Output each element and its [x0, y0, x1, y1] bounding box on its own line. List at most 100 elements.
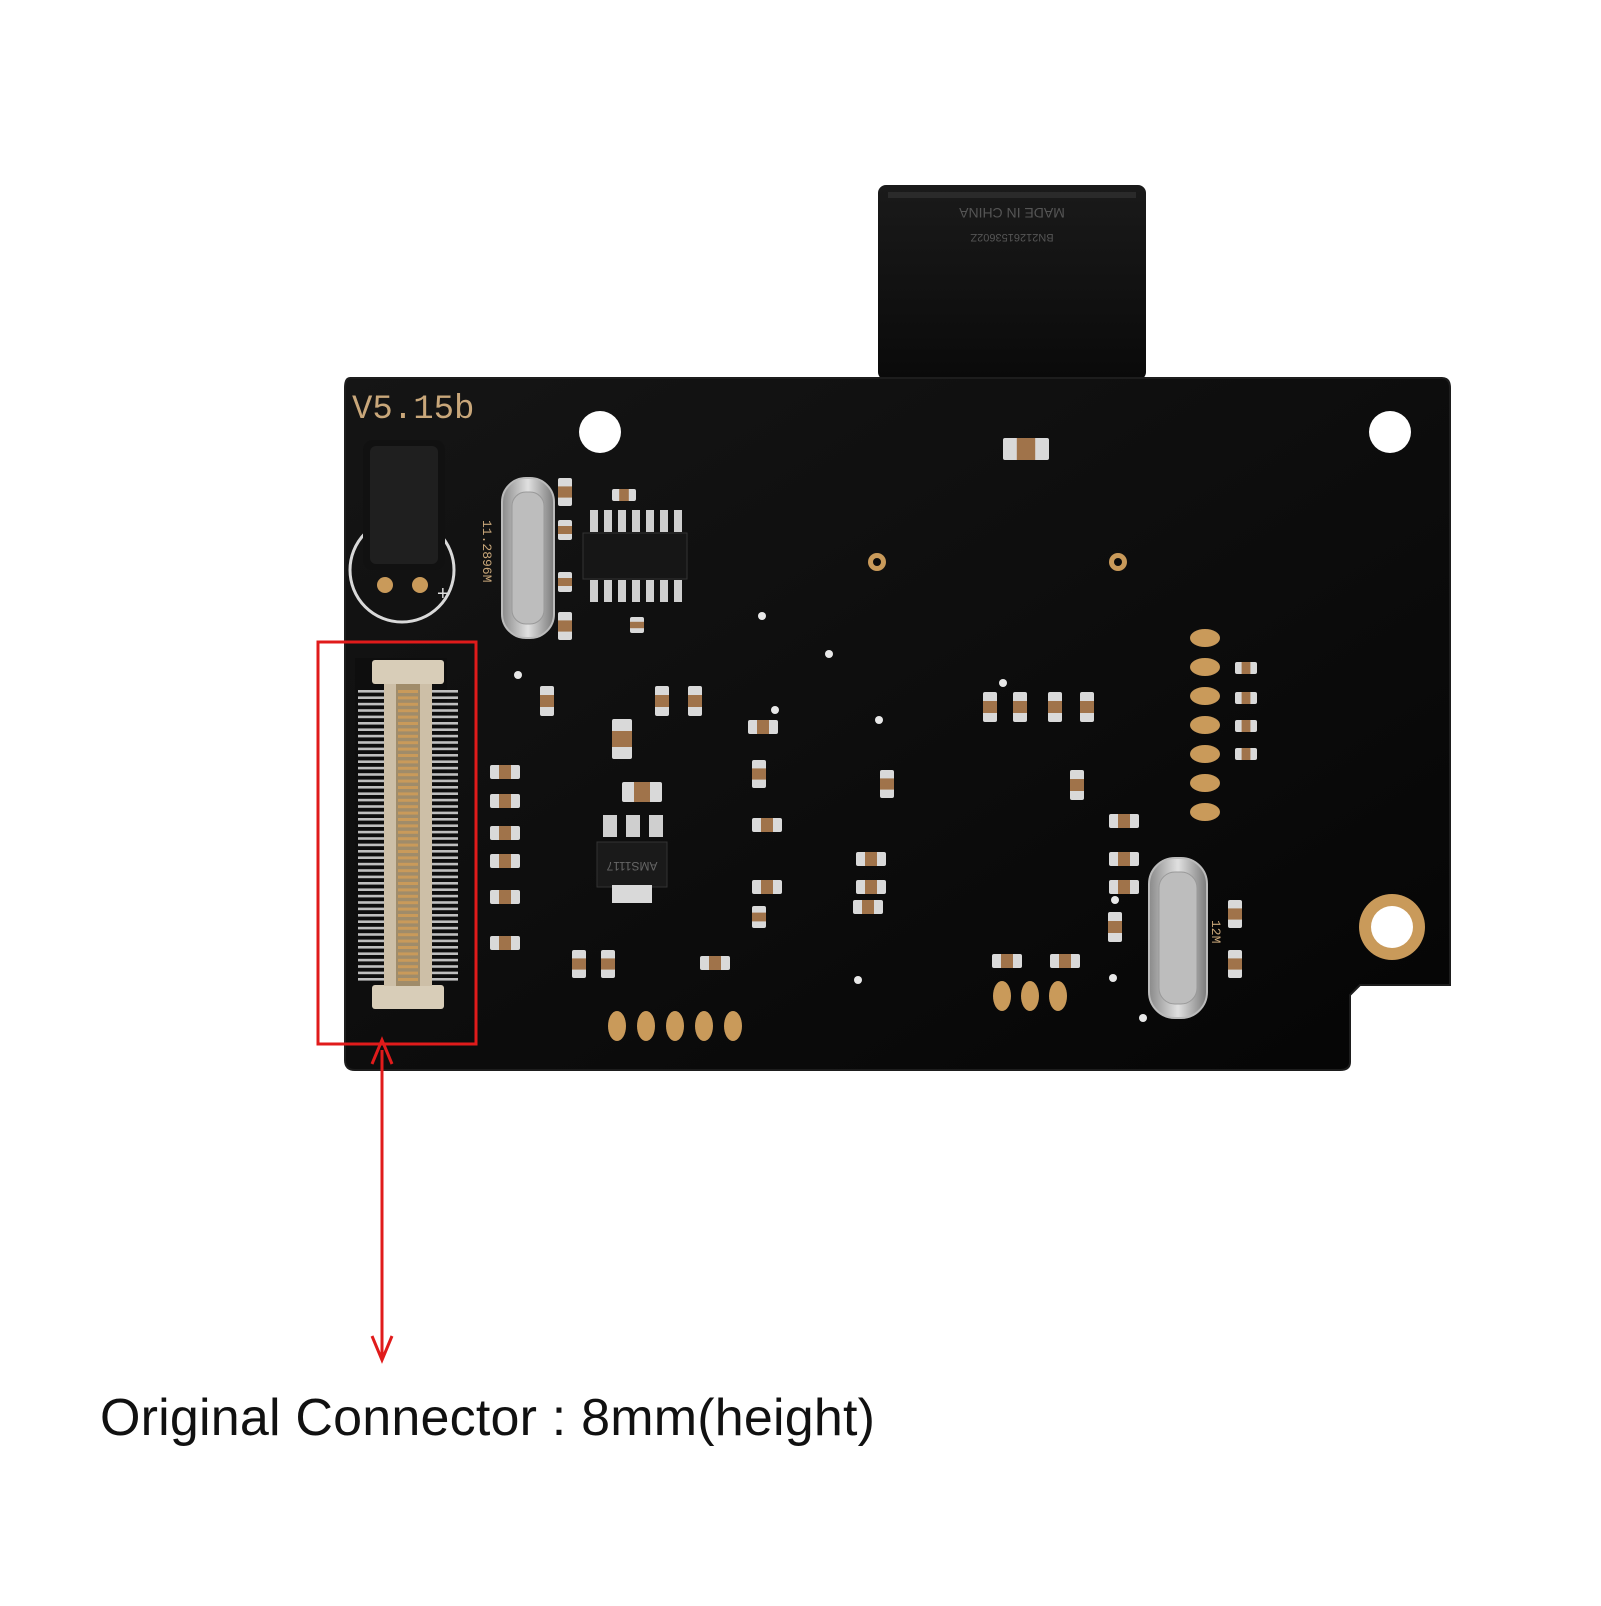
- ic-pin: [646, 510, 654, 532]
- smd-part: [1235, 720, 1257, 732]
- connector-pin: [432, 856, 458, 859]
- connector-contact: [398, 862, 418, 866]
- smd-part: [558, 520, 572, 540]
- connector-contact: [398, 939, 418, 943]
- connector-pin: [358, 978, 384, 981]
- connector-pin: [432, 754, 458, 757]
- connector-pin: [432, 811, 458, 815]
- connector-pin: [358, 811, 384, 815]
- connector-contact: [398, 792, 418, 796]
- connector-pin: [432, 747, 458, 751]
- smd-components: [490, 438, 1257, 978]
- connector-contact: [398, 786, 418, 789]
- connector-pin: [358, 850, 384, 853]
- connector-pin: [432, 888, 458, 891]
- connector-pin: [432, 914, 458, 917]
- connector-pin: [358, 856, 384, 859]
- connector-contact: [398, 734, 418, 738]
- connector-pin: [358, 786, 384, 789]
- version-label: V5.15b: [352, 391, 474, 429]
- connector-pin: [358, 741, 384, 744]
- gold-pad: [1190, 687, 1220, 705]
- via: [771, 706, 779, 714]
- smd-part: [880, 770, 894, 798]
- smd-part: [558, 572, 572, 592]
- connector-pin: [432, 933, 458, 936]
- smd-part: [752, 818, 782, 832]
- gold-pad: [724, 1011, 742, 1041]
- via: [1111, 896, 1119, 904]
- connector-contact: [398, 779, 418, 783]
- top-connector-text-2: BN2126153602Z: [970, 231, 1053, 243]
- connector-pin: [432, 715, 458, 719]
- smd-part: [490, 890, 520, 904]
- gold-pad: [695, 1011, 713, 1041]
- connector-pin: [358, 958, 384, 962]
- smd-part: [1235, 748, 1257, 760]
- regulator-label: AMS1117: [606, 859, 657, 873]
- connector-contact: [398, 901, 418, 905]
- original-connector: [355, 658, 458, 1010]
- gold-pad: [666, 1011, 684, 1041]
- smd-part: [992, 954, 1022, 968]
- smd-part: [540, 686, 554, 716]
- smd-part: [630, 617, 644, 633]
- connector-contact: [398, 741, 418, 745]
- ic-pin: [632, 580, 640, 602]
- ic-pin: [590, 580, 598, 602]
- connector-pin: [358, 869, 384, 872]
- top-connector-text-1: MADE IN CHINA: [958, 205, 1064, 221]
- connector-pin: [432, 875, 458, 879]
- connector-contact: [398, 722, 418, 725]
- connector-pin: [432, 926, 458, 930]
- connector-pin: [358, 971, 384, 975]
- connector-pin: [358, 882, 384, 885]
- ic-pin: [674, 580, 682, 602]
- ic-pin: [618, 510, 626, 532]
- ic-pin: [660, 510, 668, 532]
- connector-pin: [358, 696, 384, 699]
- smd-part: [1109, 880, 1139, 894]
- gold-pad: [1190, 658, 1220, 676]
- via: [854, 976, 862, 984]
- connector-pin: [358, 779, 384, 783]
- connector-pin: [358, 875, 384, 879]
- electrolytic-capacitor: +: [348, 440, 456, 624]
- connector-contact: [398, 805, 418, 809]
- connector-contact: [398, 894, 418, 898]
- connector-pin: [432, 958, 458, 962]
- connector-pin: [432, 760, 458, 763]
- connector-contact: [398, 696, 418, 700]
- connector-contact: [398, 818, 418, 821]
- crystal-2-label: 12M: [1208, 920, 1223, 943]
- connector-contact: [398, 690, 418, 693]
- connector-pin: [432, 709, 458, 712]
- mounting-hole: [1369, 411, 1411, 453]
- connector-contact: [398, 888, 418, 892]
- connector-contact: [398, 926, 418, 930]
- connector-pin: [432, 837, 458, 840]
- smd-part: [612, 489, 636, 501]
- connector-pin: [358, 766, 384, 770]
- crystal-1-label: 11.2896M: [479, 520, 494, 582]
- connector-contact: [398, 811, 418, 815]
- via: [875, 716, 883, 724]
- connector-contact: [398, 766, 418, 770]
- smd-part: [1109, 814, 1139, 828]
- smd-part: [752, 880, 782, 894]
- connector-contact: [398, 830, 418, 834]
- connector-pin: [432, 952, 458, 955]
- smd-part: [1235, 662, 1257, 674]
- crystal-oscillator-1: 11.2896M: [479, 477, 555, 639]
- arrow-head-up: [370, 1036, 394, 1065]
- connector-pin: [358, 926, 384, 930]
- smd-part: [1003, 438, 1049, 460]
- connector-contact: [398, 798, 418, 802]
- smd-part: [1228, 900, 1242, 928]
- mounting-hole: [579, 411, 621, 453]
- connector-pin: [358, 888, 384, 891]
- smd-part: [612, 719, 632, 759]
- connector-pin: [432, 978, 458, 981]
- smd-part: [1109, 852, 1139, 866]
- connector-contact: [398, 728, 418, 732]
